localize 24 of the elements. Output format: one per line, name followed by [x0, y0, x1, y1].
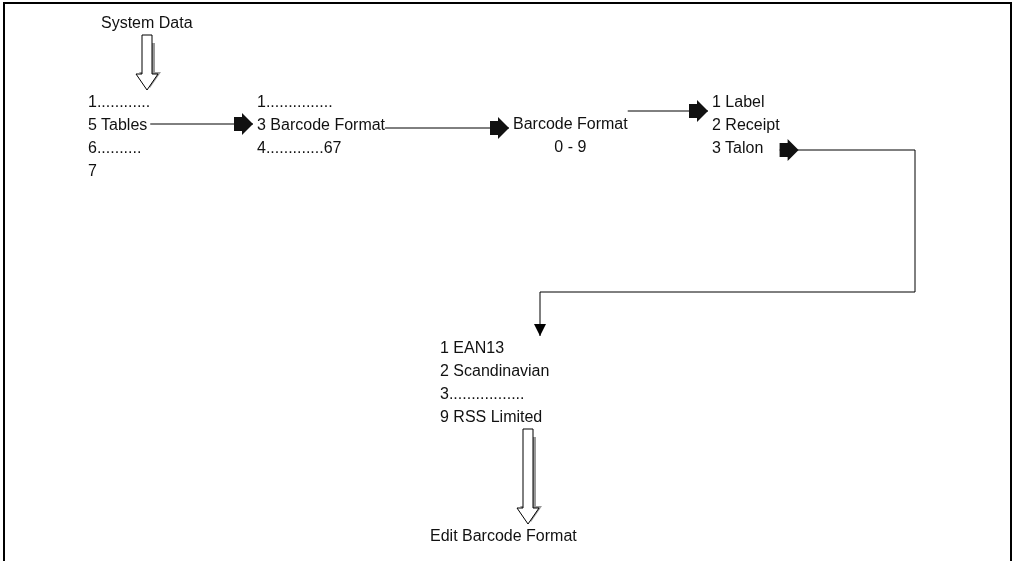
- menu-item: 4.............67: [257, 138, 342, 158]
- option-item: 3.................: [440, 384, 525, 404]
- menu-item: 3 Barcode Format: [257, 115, 386, 135]
- menu-item: 5 Tables: [88, 115, 148, 135]
- block-arrow: [627, 100, 709, 122]
- hollow-arrow: [516, 428, 542, 525]
- menu-item: 6..........: [88, 138, 142, 158]
- option-item: 1 EAN13: [440, 338, 505, 358]
- setting-text: 0 - 9: [554, 137, 587, 157]
- menu-item: 1 Label: [712, 92, 765, 112]
- menu-item: 7: [88, 161, 97, 181]
- option-item: 9 RSS Limited: [440, 407, 543, 427]
- menu-item: 1...............: [257, 92, 333, 112]
- menu-item: 2 Receipt: [712, 115, 780, 135]
- menu-label: System Data: [101, 13, 193, 33]
- menu-item: 1............: [88, 92, 151, 112]
- setting-text: Barcode Format: [513, 114, 628, 134]
- menu-item: 3 Talon: [712, 138, 764, 158]
- hollow-arrow: [135, 34, 161, 91]
- option-item: 2 Scandinavian: [440, 361, 550, 381]
- action-label: Edit Barcode Format: [430, 526, 577, 546]
- connector-arrow: [534, 139, 916, 337]
- block-arrow: [149, 113, 254, 135]
- block-arrow: [384, 117, 510, 139]
